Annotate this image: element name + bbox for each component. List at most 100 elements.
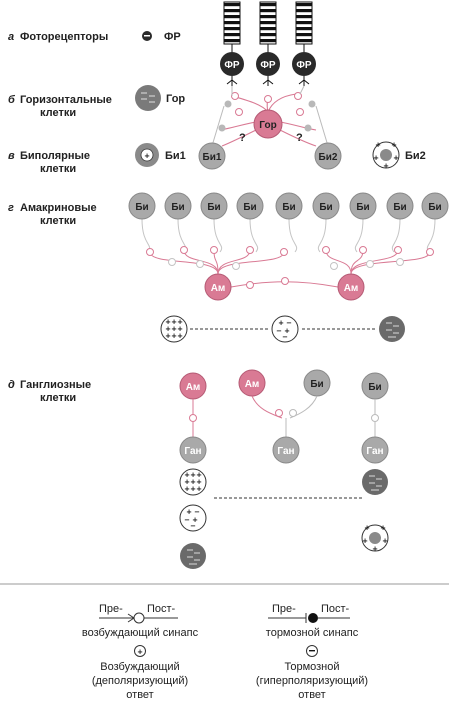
photoreceptor-3: ФР [292,1,316,86]
svg-text:+: + [364,524,370,532]
bipolar-cell-row-7: Би [349,192,377,220]
response-depolarized: +++ +++ +++ [160,315,188,343]
svg-text:+: + [184,478,190,486]
svg-text:Ам: Ам [245,379,260,390]
svg-text:+: + [171,325,177,333]
svg-text:−: − [184,516,190,524]
svg-text:Би: Би [368,382,381,393]
svg-text:Гор: Гор [166,93,185,105]
svg-text:−: − [286,319,292,327]
bipolar-label: Би [428,202,441,213]
svg-text:клетки: клетки [40,107,76,119]
svg-text:+: + [382,537,388,545]
svg-text:Пре-: Пре- [272,603,296,615]
ganglion-col1-amacrine: Ам [179,372,207,400]
svg-text:возбуждающий синапс: возбуждающий синапс [82,627,199,639]
col3-synapse [371,414,379,422]
svg-text:+: + [373,154,379,162]
photoreceptor-2: ФР [256,1,280,86]
key-bipolar2: ++ ++ + Би2 [372,141,426,170]
svg-text:+: + [144,152,150,160]
svg-text:Би1: Би1 [203,152,222,163]
horizontal-key-cell [135,85,161,111]
row-label-bipolar: в Биполярные клетки [8,150,90,175]
col3-response-hyperpolarized [362,469,388,495]
svg-text:г: г [8,202,14,214]
svg-text:Тормозной: Тормозной [284,661,339,673]
photoreceptor-1: ФР [220,1,244,86]
bipolar-cell-row-9: Би [421,192,449,220]
svg-text:−: − [282,333,288,341]
bipolar-cell-2: Би2 [314,142,342,170]
ganglion-col1-cell: Ган [179,436,207,464]
row-label-amacrine: г Амакриновые клетки [8,202,97,227]
svg-text:Гор: Гор [259,120,276,131]
svg-text:Возбуждающий: Возбуждающий [100,661,179,673]
svg-text:Би2: Би2 [319,152,338,163]
minus-icon [380,149,392,161]
svg-text:+: + [190,471,196,479]
horizontal-synapses [231,92,304,116]
svg-text:(гиперполяризующий): (гиперполяризующий) [256,675,368,687]
svg-text:+: + [171,332,177,340]
svg-text:ответ: ответ [298,689,325,701]
svg-text:Ган: Ган [277,446,294,457]
svg-text:Ам: Ам [211,283,226,294]
svg-text:Би: Би [310,379,323,390]
svg-text:Би2: Би2 [405,150,426,162]
svg-text:+: + [184,485,190,493]
svg-text:Ам: Ам [344,283,359,294]
bipolar-label: Би [282,202,295,213]
plus-icon [140,148,154,162]
horizontal-gray-lines [211,85,329,147]
bipolar-cell-row-4: Би [236,192,264,220]
svg-text:тормозной синапс: тормозной синапс [266,627,359,639]
row-label-horizontal: б Горизонтальные клетки [8,94,112,119]
bipolar-cell-row-5: Би [275,192,303,220]
svg-text:+: + [177,332,183,340]
svg-text:+: + [165,325,171,333]
col2-synapse-b [289,409,297,417]
svg-text:+: + [190,478,196,486]
horizontal-gray-synapses [218,100,316,132]
svg-text:+: + [171,318,177,326]
svg-text:б: б [8,94,16,106]
svg-text:Пост-: Пост- [321,603,350,615]
inhibitory-synapse-icon [308,613,318,623]
svg-text:−: − [276,327,282,335]
svg-text:+: + [284,327,290,335]
row-label-ganglion: д Ганглиозные клетки [8,379,91,404]
bipolar-cell-row-2: Би [164,192,192,220]
svg-text:+: + [391,141,397,149]
svg-text:Ган: Ган [366,446,383,457]
svg-text:+: + [165,332,171,340]
question-mark-left: ? [239,132,246,144]
bipolar-label: Би [243,202,256,213]
svg-text:+: + [196,471,202,479]
svg-text:(деполяризующий): (деполяризующий) [92,675,188,687]
svg-text:+: + [375,141,381,149]
svg-text:−: − [194,508,200,516]
ganglion-col3-cell: Ган [361,436,389,464]
key-photoreceptor: ФР [142,31,181,43]
amacrine-connections [141,218,436,289]
col1-response-hyperpolarized [180,543,206,569]
svg-text:+: + [186,508,192,516]
svg-text:Би1: Би1 [165,150,186,162]
svg-text:а: а [8,31,14,43]
svg-text:+: + [177,325,183,333]
bipolar-label: Би [319,202,332,213]
photoreceptor-label: ФР [296,60,312,71]
row-label-photoreceptors: а Фоторецепторы [8,31,108,43]
ganglion-col2-bipolar: Би [303,369,331,397]
svg-text:Ганглиозные: Ганглиозные [20,379,91,391]
svg-text:ФР: ФР [164,31,181,43]
bipolar-cell-row-1: Би [128,192,156,220]
col1-response-depolarized: +++ +++ +++ [179,468,207,496]
svg-text:+: + [362,537,368,545]
svg-text:Биполярные: Биполярные [20,150,90,162]
ganglion-col3-bipolar: Би [361,372,389,400]
